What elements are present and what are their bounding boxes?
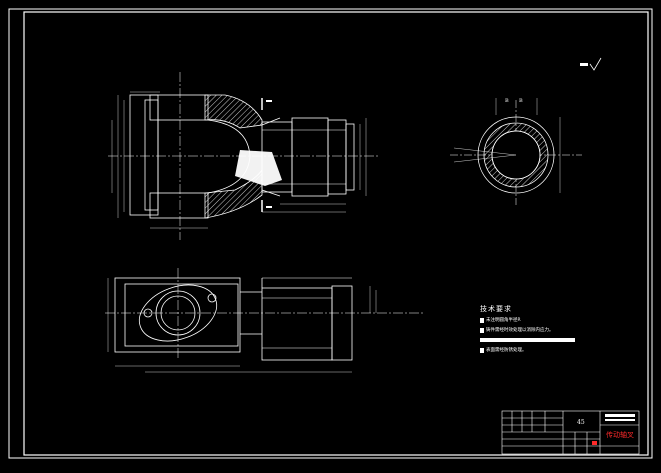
tech-req-item: 未注明圆角半径R	[480, 318, 580, 324]
top-view	[105, 268, 425, 373]
front-view	[108, 72, 380, 240]
title-block	[501, 410, 640, 455]
section-label-left: B	[505, 98, 509, 104]
material-label: 45	[577, 419, 585, 426]
tech-req-item	[480, 338, 580, 344]
section-label-right: B	[519, 98, 523, 104]
tech-req-item: 表面需经防锈处理。	[480, 348, 580, 354]
technical-requirements: 技术要求 未注明圆角半径R 铸件需经时效处理以消除内应力。 表面需经防锈处理。	[480, 304, 580, 354]
inner-border	[23, 11, 649, 456]
tech-req-item: 铸件需经时效处理以消除内应力。	[480, 328, 580, 334]
part-name: 传动轴叉	[606, 431, 634, 439]
outer-border	[8, 8, 653, 459]
tech-req-title: 技术要求	[480, 305, 512, 313]
section-view	[450, 98, 582, 205]
roughness-symbol	[580, 57, 602, 71]
